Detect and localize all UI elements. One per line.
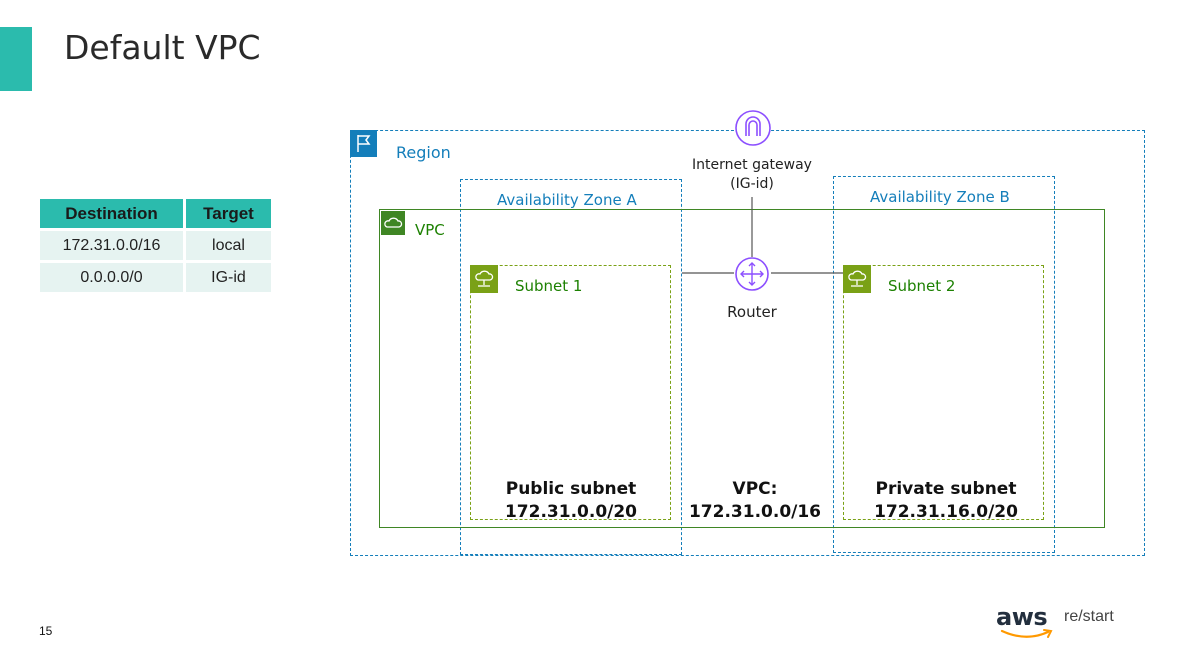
row-target: local xyxy=(186,231,271,260)
subnet-2-boundary xyxy=(843,265,1044,520)
availability-zone-b-label: Availability Zone B xyxy=(870,188,1010,206)
table-row: 172.31.0.0/16 local xyxy=(40,231,271,260)
vpc-boundary xyxy=(379,209,1105,528)
header-destination: Destination xyxy=(40,199,183,228)
availability-zone-a-boundary xyxy=(460,179,682,555)
router-label: Router xyxy=(727,303,777,321)
vpc-cidr-title: VPC: xyxy=(732,479,778,499)
internet-gateway-label: Internet gateway xyxy=(692,157,812,173)
internet-gateway-icon xyxy=(735,110,771,146)
header-target: Target xyxy=(186,199,271,228)
subnet-1-label: Subnet 1 xyxy=(515,277,583,295)
router-icon xyxy=(735,257,769,291)
subnet-icon xyxy=(843,265,871,293)
aws-smile-icon xyxy=(1000,629,1053,638)
subnet-1-boundary xyxy=(470,265,671,520)
vpc-cloud-icon xyxy=(381,211,405,235)
private-subnet-cidr: 172.31.16.0/20 xyxy=(874,502,1018,522)
row-target: IG-id xyxy=(186,263,271,292)
row-destination: 172.31.0.0/16 xyxy=(40,231,183,260)
slide-title: Default VPC xyxy=(64,28,261,67)
vpc-label: VPC xyxy=(415,221,445,239)
availability-zone-b-boundary xyxy=(833,176,1055,553)
subnet-2-label: Subnet 2 xyxy=(888,277,956,295)
page-number: 15 xyxy=(39,624,53,638)
route-table: Destination Target 172.31.0.0/16 local 0… xyxy=(37,196,274,295)
public-subnet-title: Public subnet xyxy=(505,479,637,499)
subnet-icon xyxy=(470,265,498,293)
row-destination: 0.0.0.0/0 xyxy=(40,263,183,292)
vpc-cidr-value: 172.31.0.0/16 xyxy=(688,502,822,522)
public-subnet-cidr: 172.31.0.0/20 xyxy=(504,502,638,522)
private-subnet-title: Private subnet xyxy=(875,479,1017,499)
restart-brand: re/start xyxy=(1064,608,1114,625)
table-row: 0.0.0.0/0 IG-id xyxy=(40,263,271,292)
title-accent-bar xyxy=(0,27,32,91)
availability-zone-a-label: Availability Zone A xyxy=(497,191,637,209)
route-table-header: Destination Target xyxy=(40,199,271,228)
region-flag-icon xyxy=(350,130,377,157)
internet-gateway-id-label: (IG-id) xyxy=(730,176,774,192)
aws-logo: aws xyxy=(996,603,1048,631)
region-label: Region xyxy=(396,143,451,162)
